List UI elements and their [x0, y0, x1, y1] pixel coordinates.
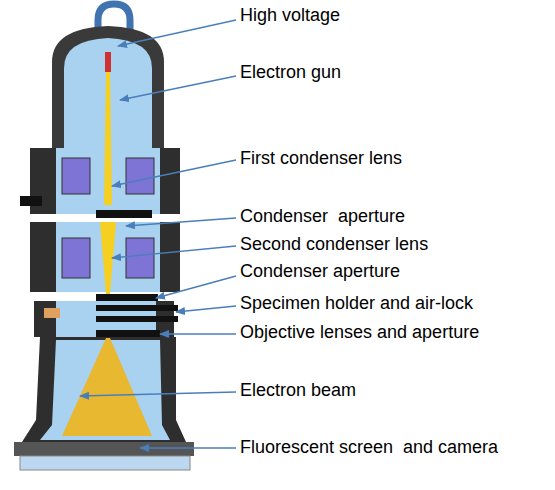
- part-label: Electron beam: [240, 379, 356, 401]
- part-label: First condenser lens: [240, 147, 402, 169]
- lens-coil: [62, 238, 90, 278]
- projection-chamber: [22, 337, 186, 442]
- leader-arrow: [80, 392, 236, 396]
- leader-arrow: [120, 76, 236, 100]
- holder-bar: [96, 305, 178, 311]
- part-label: Objective lenses and aperture: [240, 321, 479, 343]
- part-label: Fluorescent screen and camera: [240, 436, 498, 458]
- part-label: High voltage: [240, 4, 340, 26]
- leader-arrow: [126, 218, 236, 226]
- part-label: Condenser aperture: [240, 260, 400, 282]
- aperture-stub: [20, 196, 42, 206]
- aperture-bar: [96, 294, 158, 301]
- camera-base: [14, 442, 194, 456]
- lens-coil: [62, 158, 90, 194]
- part-label: Second condenser lens: [240, 233, 428, 255]
- leader-arrow: [118, 20, 236, 46]
- electron-beam: [62, 338, 152, 436]
- lens-coil: [126, 158, 154, 194]
- lens-coil: [126, 238, 154, 278]
- leader-arrow: [176, 306, 236, 312]
- aperture-bar: [96, 210, 152, 218]
- leader-arrow: [160, 333, 236, 334]
- leader-arrow: [140, 447, 236, 448]
- part-label: Specimen holder and air-lock: [240, 292, 473, 314]
- filament: [105, 52, 111, 72]
- leader-arrow: [112, 160, 236, 186]
- part-label: Condenser aperture: [240, 205, 405, 227]
- fluorescent-screen: [20, 456, 190, 470]
- leader-arrow: [156, 276, 236, 298]
- holder-bar: [96, 316, 178, 322]
- leader-arrow: [112, 246, 236, 258]
- part-label: Electron gun: [240, 61, 341, 83]
- electron-beam: [104, 72, 112, 205]
- specimen-holder: [44, 308, 60, 318]
- objective-bar: [96, 330, 160, 337]
